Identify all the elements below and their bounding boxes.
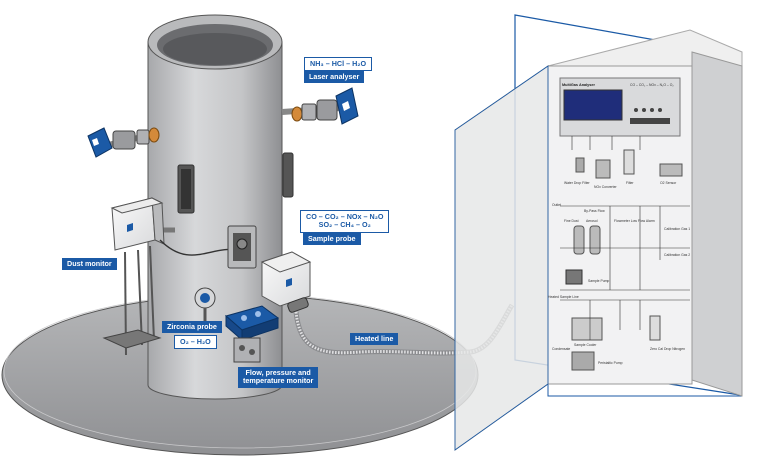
dust-monitor-icon (102, 197, 241, 356)
analyser-title: MultiGas Analyser (562, 83, 596, 87)
zirconia-probe-label: Zirconia probe (162, 321, 222, 334)
fine-dust-label: Fine Dust (564, 219, 579, 223)
laser-emitter-icon (87, 127, 160, 158)
laser-gases-label: NH₃ – HCl – H₂O (304, 57, 373, 72)
flowmeter-label: Flowmeter Low Flow Alarm (614, 219, 655, 223)
zirconia-gases-label: O₂ – H₂O (174, 335, 217, 350)
converter-label: NOx Converter (594, 185, 617, 189)
aerosol-label: Aerosol (586, 219, 598, 223)
cabinet-icon (454, 14, 743, 451)
flow-monitor-label: Flow, pressure and temperature monitor (238, 367, 319, 388)
stack (147, 14, 294, 400)
water-filter-label: Water Drop Filter (564, 181, 591, 185)
sample-gases-line-1: CO – CO₂ – NOx – N₂O (306, 212, 384, 221)
cal-gas-2-label: Calibration Gas 2 (664, 253, 690, 257)
laser-receiver-icon (281, 87, 359, 125)
flow-monitor-line-1: Flow, pressure and (245, 368, 311, 377)
flow-monitor-line-2: temperature monitor (243, 376, 314, 386)
flow-monitor-icon (224, 305, 280, 363)
bypass-label: By-Pass Flow (584, 209, 605, 213)
heated-line-label: Heated line (350, 333, 399, 346)
analyser-gases: CO – CO₂ – NOx – N₂O – O₂ (630, 83, 674, 87)
sample-gases-label: CO – CO₂ – NOx – N₂O SO₂ – CH₄ – O₂ (300, 210, 390, 233)
laser-analyser-label: Laser analyser (304, 71, 365, 84)
outlet-label: Outlet (552, 203, 561, 207)
zero-cal-label: Zero Cal Drop Nitrogen (650, 347, 685, 351)
sample-cooler-label: Sample Cooler (574, 343, 597, 347)
dust-monitor-label: Dust monitor (62, 258, 117, 271)
sample-gases-line-2: SO₂ – CH₄ – O₂ (318, 220, 371, 230)
condensate-label: Condensate (552, 347, 570, 351)
filter-label: Filter (626, 181, 634, 185)
heated-sample-line-label: Heated Sample Line (548, 295, 579, 299)
sample-probe-label: Sample probe (303, 233, 361, 246)
sample-pump-label: Sample Pump (588, 279, 609, 283)
sample-probe-icon (227, 225, 312, 313)
peristaltic-pump-label: Peristaltic Pump (598, 361, 623, 365)
zirconia-probe-icon (194, 287, 216, 322)
o2-sensor-label: O2 Sensor (660, 181, 677, 185)
cal-gas-1-label: Calibration Gas 1 (664, 227, 690, 231)
